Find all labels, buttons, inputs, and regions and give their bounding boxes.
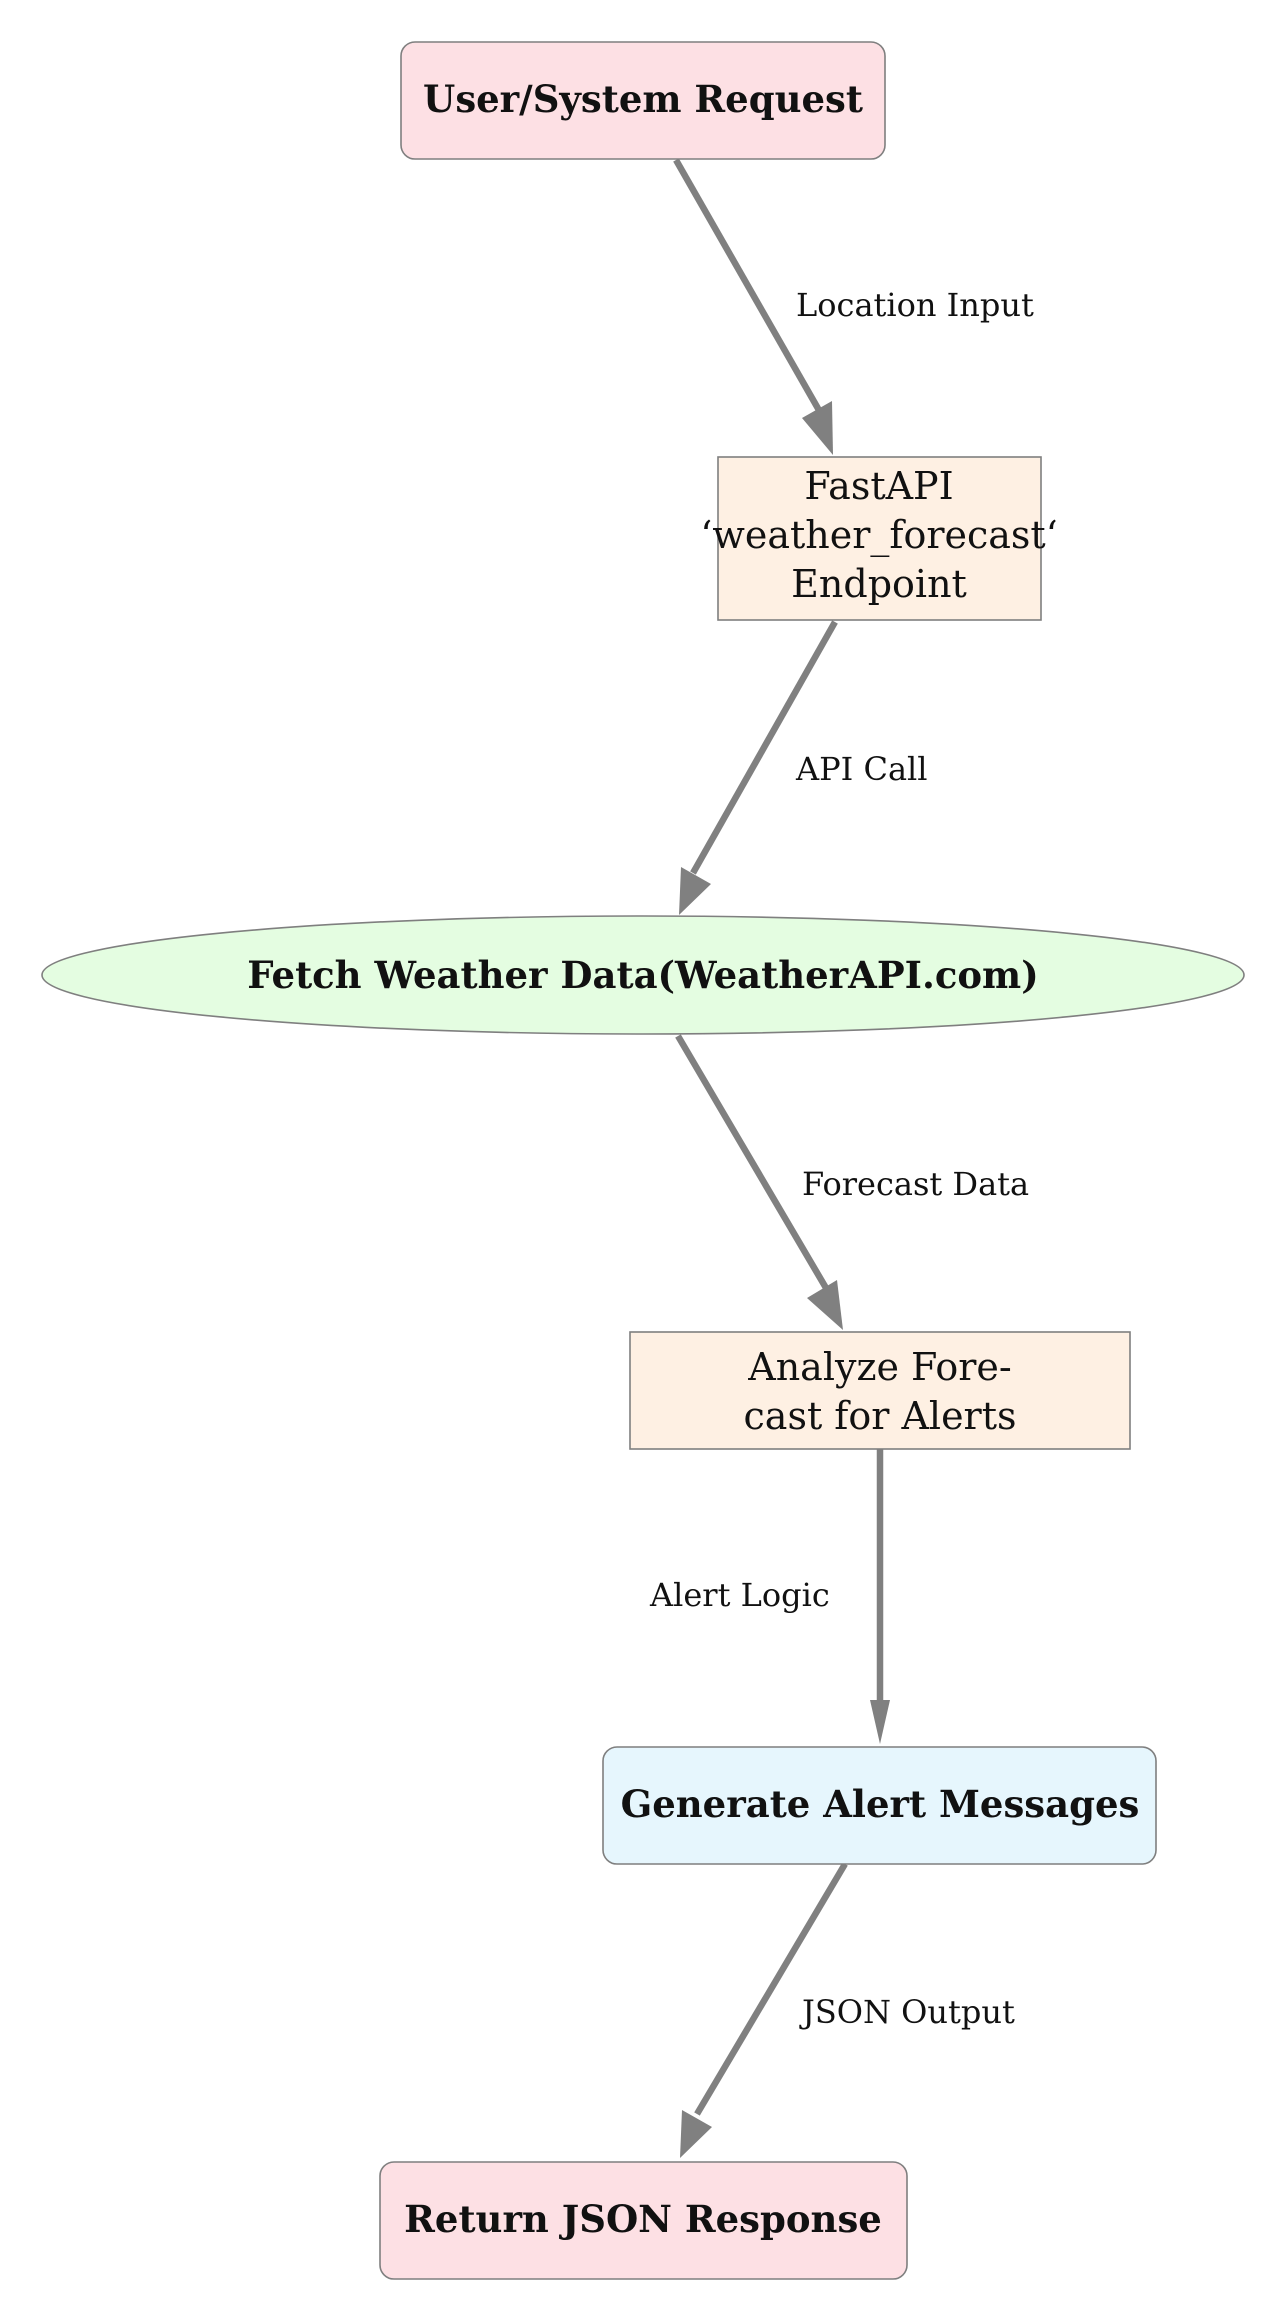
arrowhead-forecast-data bbox=[807, 1280, 843, 1330]
edge-location-input: Location Input bbox=[673, 158, 1034, 455]
edge-label-api-call: API Call bbox=[795, 750, 927, 788]
arrowhead-alert-logic bbox=[870, 1700, 890, 1744]
nodes: User/System Request FastAPI ‘weather_for… bbox=[41, 41, 1245, 2280]
node-label-analyze-line1: Analyze Fore- bbox=[747, 1345, 1011, 1389]
node-label-return-json-response: Return JSON Response bbox=[404, 2197, 882, 2241]
node-label-fastapi-line3: Endpoint bbox=[791, 562, 967, 606]
node-fastapi-endpoint: FastAPI ‘weather_forecast‘ Endpoint bbox=[700, 456, 1058, 621]
node-user-system-request: User/System Request bbox=[400, 41, 886, 160]
edges: Location Input API Call Forecast Data Al… bbox=[649, 158, 1034, 2158]
edge-label-json-output: JSON Output bbox=[799, 1993, 1015, 2031]
edge-api-call: API Call bbox=[679, 620, 927, 915]
node-fetch-weather-data: Fetch Weather Data(WeatherAPI.com) bbox=[41, 915, 1245, 1035]
node-generate-alert-messages: Generate Alert Messages bbox=[602, 1746, 1157, 1865]
node-analyze-forecast: Analyze Fore- cast for Alerts bbox=[629, 1331, 1131, 1450]
node-label-user-system-request: User/System Request bbox=[423, 77, 863, 121]
edge-label-alert-logic: Alert Logic bbox=[649, 1576, 830, 1614]
arrowhead-json-output bbox=[680, 2110, 712, 2158]
node-label-fastapi-line2: ‘weather_forecast‘ bbox=[700, 513, 1058, 558]
node-label-analyze-line2: cast for Alerts bbox=[744, 1394, 1017, 1438]
edge-alert-logic: Alert Logic bbox=[649, 1449, 890, 1744]
edge-json-output: JSON Output bbox=[680, 1862, 1015, 2158]
node-label-fastapi-line1: FastAPI bbox=[804, 464, 953, 508]
node-return-json-response: Return JSON Response bbox=[379, 2161, 908, 2280]
node-label-generate-alert-messages: Generate Alert Messages bbox=[621, 1782, 1140, 1826]
edge-label-forecast-data: Forecast Data bbox=[802, 1165, 1029, 1203]
edge-label-location-input: Location Input bbox=[796, 286, 1034, 324]
edge-forecast-data: Forecast Data bbox=[675, 1034, 1029, 1330]
node-label-fetch-weather-data: Fetch Weather Data(WeatherAPI.com) bbox=[247, 953, 1038, 997]
arrowhead-location-input bbox=[802, 401, 833, 455]
arrowhead-api-call bbox=[679, 867, 711, 915]
